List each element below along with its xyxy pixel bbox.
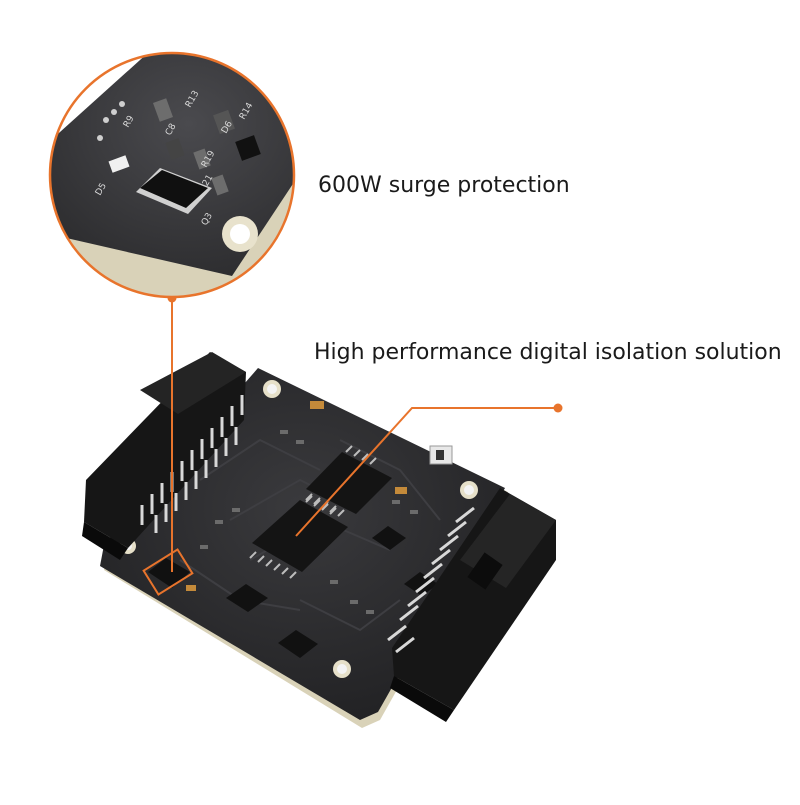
- tvs-diode-zoom: [136, 168, 212, 214]
- smd-chip: [372, 526, 406, 550]
- isolator-ic: [249, 493, 348, 579]
- smd-chip: [278, 630, 318, 658]
- smd-chip: [226, 584, 268, 612]
- surge-protection-caption: 600W surge protection: [318, 173, 570, 198]
- magnifier-bubble: R13 R14 C8 R9 R19 R21 D6 Q3 D5: [48, 51, 296, 299]
- zoom-resistor: [153, 98, 261, 196]
- isolation-caption: High performance digital isolation solut…: [314, 340, 782, 365]
- smd-chip: [404, 572, 438, 596]
- right-idc-header: [387, 488, 556, 722]
- left-idc-header: [82, 352, 246, 560]
- slide-switch: [429, 445, 453, 465]
- callout-isolation: [295, 403, 563, 537]
- isolator-ic-2: [305, 445, 392, 515]
